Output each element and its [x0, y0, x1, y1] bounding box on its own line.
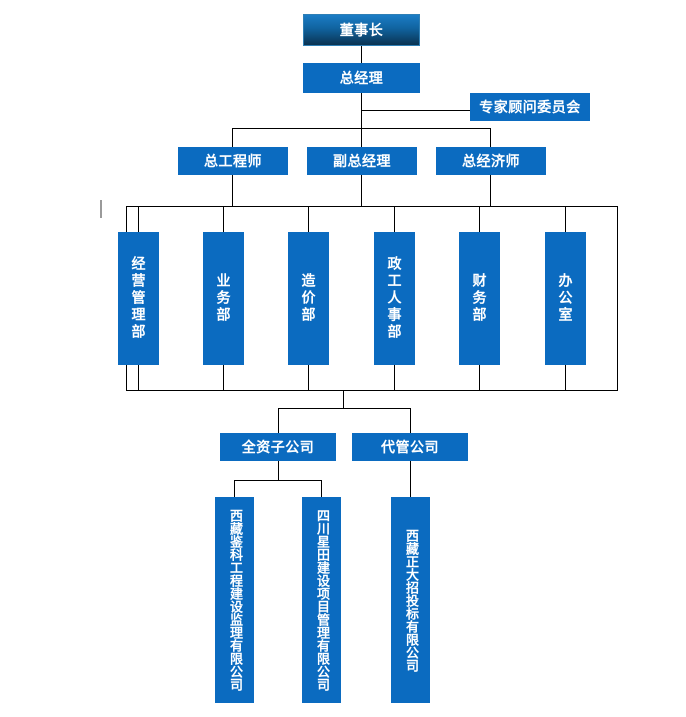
node-wholly-owned-subsidiaries-label: 全资子公司: [241, 438, 315, 455]
node-advisory-committee[interactable]: 专家顾问委员会: [470, 93, 590, 121]
node-department-cost[interactable]: 造价部: [288, 232, 329, 365]
node-general-manager[interactable]: 总经理: [303, 63, 420, 93]
connector-gm-stem: [361, 93, 362, 129]
connector-dept-5-down: [479, 365, 480, 391]
connector-company-group-bus: [278, 408, 411, 409]
node-department-office-label: 办公室: [557, 273, 574, 324]
connector-drop-dept-3: [308, 206, 309, 232]
connector-drop-dept-5: [479, 206, 480, 232]
node-department-operations-management[interactable]: 经营管理部: [118, 232, 159, 365]
node-department-business[interactable]: 业务部: [203, 232, 244, 365]
connector-drop-chief-economist: [490, 128, 491, 147]
connector-drop-sub-1: [234, 480, 235, 497]
connector-drop-wholly-owned: [278, 408, 279, 434]
node-department-finance-label: 财务部: [471, 273, 488, 324]
node-managed-companies-label: 代管公司: [381, 438, 439, 455]
connector-drop-dept-2: [223, 206, 224, 232]
node-subsidiary-xizang-jianke[interactable]: 西藏鉴科工程建设监理有限公司: [215, 497, 254, 703]
connector-drop-chief-engineer: [232, 128, 233, 147]
connector-chief-economist-down: [490, 175, 491, 206]
node-wholly-owned-subsidiaries[interactable]: 全资子公司: [220, 433, 336, 461]
node-department-political-hr-label: 政工人事部: [386, 256, 403, 341]
connector-wholly-owned-stem: [278, 461, 279, 480]
connector-deputy-gm-down: [361, 175, 362, 206]
node-chief-economist[interactable]: 总经济师: [436, 147, 546, 175]
node-subsidiary-sichuan-xingtian-label: 四川星田建设项目管理有限公司: [314, 509, 330, 691]
node-subsidiary-sichuan-xingtian[interactable]: 四川星田建设项目管理有限公司: [302, 497, 341, 703]
connector-dept-2-down: [223, 365, 224, 391]
node-chairman[interactable]: 董事长: [303, 14, 420, 46]
node-subsidiary-xizang-zhengda[interactable]: 西藏正大招投标有限公司: [391, 497, 430, 703]
node-department-business-label: 业务部: [215, 273, 232, 324]
node-chairman-label: 董事长: [339, 21, 384, 38]
node-advisory-committee-label: 专家顾问委员会: [479, 98, 581, 115]
connector-dept-3-down: [308, 365, 309, 391]
node-department-office[interactable]: 办公室: [545, 232, 586, 365]
node-chief-engineer[interactable]: 总工程师: [178, 147, 288, 175]
connector-to-company-groups: [343, 390, 344, 408]
connector-drop-dept-1: [138, 206, 139, 232]
node-department-political-hr[interactable]: 政工人事部: [374, 232, 415, 365]
node-subsidiary-xizang-jianke-label: 西藏鉴科工程建设监理有限公司: [227, 509, 243, 691]
connector-drop-dept-4: [394, 206, 395, 232]
connector-chairman-to-gm: [361, 46, 362, 63]
node-chief-economist-label: 总经济师: [462, 152, 520, 169]
node-department-finance[interactable]: 财务部: [459, 232, 500, 365]
node-general-manager-label: 总经理: [339, 69, 384, 86]
connector-frame-right: [617, 206, 618, 391]
node-subsidiary-xizang-zhengda-label: 西藏正大招投标有限公司: [403, 528, 419, 672]
connector-wholly-owned-bus: [234, 480, 322, 481]
marker-tick: [100, 200, 102, 218]
node-deputy-general-manager[interactable]: 副总经理: [307, 147, 417, 175]
connector-department-bottom-bus: [126, 390, 618, 391]
connector-department-top-bus: [126, 206, 618, 207]
node-chief-engineer-label: 总工程师: [204, 152, 262, 169]
connector-drop-managed: [410, 408, 411, 434]
node-deputy-general-manager-label: 副总经理: [333, 152, 391, 169]
connector-chief-engineer-down: [232, 175, 233, 206]
connector-drop-sub-2: [321, 480, 322, 497]
connector-dept-1-down: [138, 365, 139, 391]
node-department-cost-label: 造价部: [300, 273, 317, 324]
node-department-operations-management-label: 经营管理部: [130, 256, 147, 341]
connector-drop-sub-3: [410, 461, 411, 497]
node-managed-companies[interactable]: 代管公司: [352, 433, 468, 461]
connector-dept-6-down: [565, 365, 566, 391]
connector-drop-deputy-gm: [361, 128, 362, 147]
connector-drop-dept-6: [565, 206, 566, 232]
connector-dept-4-down: [394, 365, 395, 391]
connector-gm-to-advisory: [361, 110, 471, 111]
